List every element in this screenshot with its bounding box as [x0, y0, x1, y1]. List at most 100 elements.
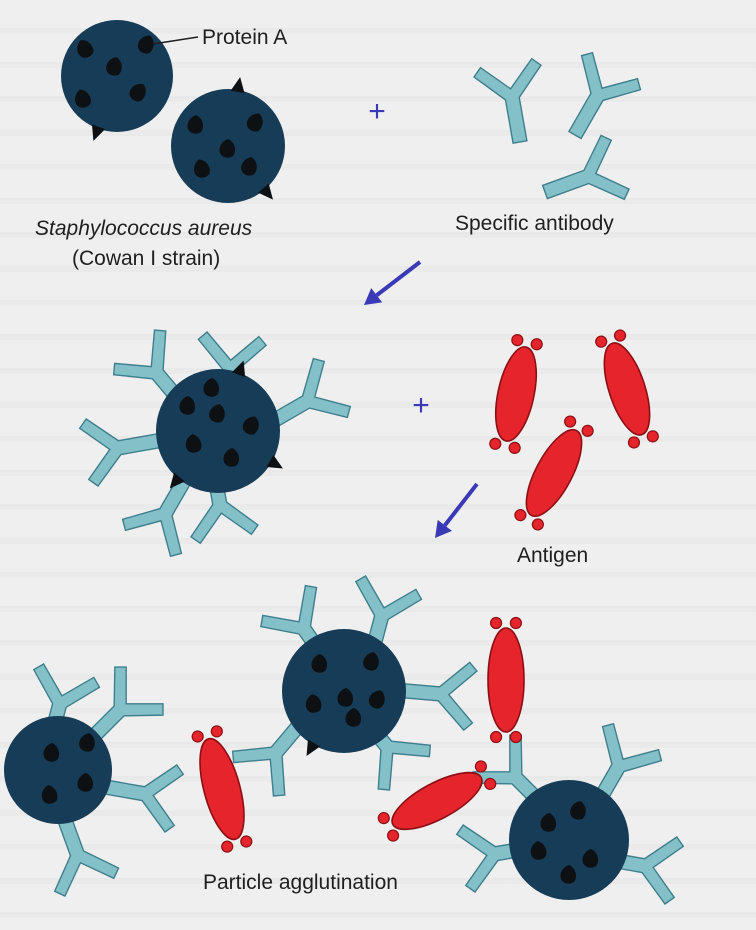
lattice-antibody-5: [231, 712, 312, 797]
epitope-dot: [386, 829, 400, 842]
protein-a-label: Protein A: [202, 26, 288, 49]
epitope-dot: [210, 725, 223, 738]
protein-a-icon: [41, 785, 58, 804]
lattice-antibody-8: [97, 764, 185, 833]
coated-bacterium-cell: [156, 360, 283, 493]
protein-a-icon: [560, 865, 577, 884]
protein-a-icon: [246, 113, 263, 132]
epitope-dot: [221, 840, 234, 853]
epitope-dot: [646, 430, 659, 443]
epitope-dot: [511, 333, 524, 347]
epitope-dot: [191, 730, 204, 743]
protein-a-icon: [223, 448, 240, 467]
antigen-layer: [191, 329, 659, 853]
protein-a-icon: [368, 690, 385, 709]
protein-a-spike: [91, 124, 106, 141]
epitope-dot: [531, 518, 544, 531]
lattice-cell-3: [509, 780, 629, 900]
epitope-dot: [530, 338, 543, 351]
plus-layer: + +: [368, 95, 430, 422]
protein-a-icon: [203, 378, 220, 397]
protein-a-icon: [311, 654, 328, 673]
lattice-antibody-9: [53, 808, 120, 897]
bacterium-cell-2: [171, 77, 285, 203]
epitope-dot: [627, 436, 641, 449]
protein-a-icon: [129, 83, 146, 102]
epitope-dot: [595, 335, 608, 348]
arrow-layer: [364, 260, 479, 538]
protein-a-spike: [169, 472, 185, 489]
protein-a-icon: [540, 813, 557, 832]
protein-a-icon: [305, 694, 322, 713]
protein-a-spike: [266, 454, 283, 469]
protein-a-icon: [209, 404, 225, 423]
particle-agglutination-label: Particle agglutination: [203, 871, 398, 894]
protein-a-pointer-line: [152, 36, 199, 45]
protein-a-icon: [345, 708, 362, 727]
bound-antibody-3: [263, 357, 352, 432]
epitope-dot: [509, 616, 522, 630]
lattice-antigen-1: [487, 616, 525, 744]
lattice-cell-2: [4, 716, 112, 824]
antigen-particle-1: [489, 333, 543, 455]
epitope-dot: [508, 441, 521, 455]
epitope-dot: [564, 415, 577, 428]
protein-a-icon: [77, 773, 94, 792]
protein-a-spike: [306, 739, 321, 756]
plus-sign-middle: +: [412, 389, 430, 422]
bacteria-layer: [4, 20, 629, 900]
free-antibody-2: [567, 51, 642, 140]
bacterium-cell-1: [61, 20, 173, 141]
protein-a-icon: [106, 57, 122, 76]
epitope-dot: [490, 616, 503, 630]
lattice-antigen-3: [377, 760, 497, 842]
epitope-dot: [484, 777, 497, 791]
organism-label: Staphylococcus aureus: [35, 217, 253, 240]
protein-a-icon: [185, 434, 202, 453]
protein-a-icon: [77, 40, 94, 58]
protein-a-spike: [230, 77, 245, 94]
protein-a-icon: [570, 801, 586, 820]
protein-a-icon: [75, 89, 91, 108]
epitope-dot: [474, 760, 488, 773]
lattice-antibody-7: [82, 666, 164, 748]
antibody-layer: [32, 51, 685, 905]
protein-a-icon: [582, 849, 599, 868]
arrow-step-1: [364, 260, 422, 305]
lattice-cell-1: [282, 629, 406, 756]
epitope-dot: [514, 509, 527, 522]
epitope-dot: [613, 329, 627, 342]
protein-a-icon: [137, 35, 154, 54]
protein-a-icon: [194, 159, 210, 178]
lattice-antibody-3: [393, 661, 478, 732]
strain-label: (Cowan I strain): [72, 247, 221, 270]
protein-a-icon: [219, 139, 236, 158]
antigen-particle-2: [595, 329, 659, 449]
protein-a-icon: [242, 416, 259, 435]
epitope-dot: [240, 835, 253, 848]
arrow-step-2: [435, 482, 479, 538]
specific-antibody-label: Specific antibody: [455, 212, 614, 235]
protein-a-icon: [363, 652, 379, 671]
protein-a-spike: [257, 183, 273, 200]
protein-a-icon: [337, 688, 354, 707]
protein-a-icon: [530, 841, 547, 860]
protein-a-icon: [79, 733, 95, 752]
bound-antibody-5: [121, 469, 196, 558]
antigen-label: Antigen: [517, 544, 589, 567]
plus-sign-top: +: [368, 95, 386, 128]
epitope-dot: [377, 811, 390, 825]
lattice-antibody-11: [588, 722, 663, 811]
free-antibody-3: [541, 134, 630, 201]
protein-a-icon: [179, 396, 196, 415]
antigen-particle-3: [514, 415, 594, 531]
protein-a-icon: [187, 115, 204, 134]
epitope-dot: [490, 730, 503, 744]
epitope-dot: [581, 424, 594, 437]
free-antibody-1: [473, 57, 542, 145]
protein-a-icon: [241, 157, 257, 176]
epitope-dot: [509, 730, 522, 744]
bound-antibody-4: [78, 418, 166, 487]
